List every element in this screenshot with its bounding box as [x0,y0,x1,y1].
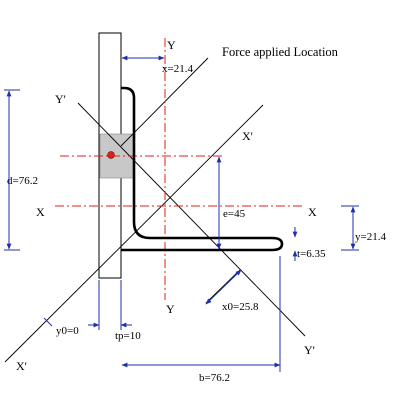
dimension-tp-label: tp=10 [115,330,141,342]
dimension-y0-tick [43,317,53,327]
axis-x-prime-top-label: X' [242,129,253,143]
axis-y-top-label: Y [167,38,176,52]
principal-axis-y-prime-upper [77,102,306,337]
force-location-label: Force applied Location [222,45,339,59]
axis-x-right-label: X [308,205,317,219]
dimension-e-label: e=45 [223,208,246,220]
dimension-x0-label: x0=25.8 [222,301,259,313]
dimension-d-label: d=76.2 [7,175,38,187]
axis-y-prime-top-label: Y' [55,92,66,106]
dimension-b-label: b=76.2 [199,372,230,384]
principal-axis-x-prime [4,104,264,363]
axis-x-left-label: X [36,205,45,219]
dimension-x0-line [205,269,242,305]
dimension-y-label: y=21.4 [355,231,386,243]
force-point-marker [107,151,115,159]
angle-section-outline [121,86,284,252]
axis-x-prime-bottom-label: X' [16,359,27,373]
axis-y-bottom-label: Y [166,302,175,316]
dimension-x-label: x=21.4 [162,63,193,75]
dimension-t-label: t=6.35 [297,248,326,260]
dimension-y0-label: y0=0 [56,325,79,337]
x0-offset-line [205,269,241,304]
axis-y-prime-bottom-label: Y' [304,343,315,357]
